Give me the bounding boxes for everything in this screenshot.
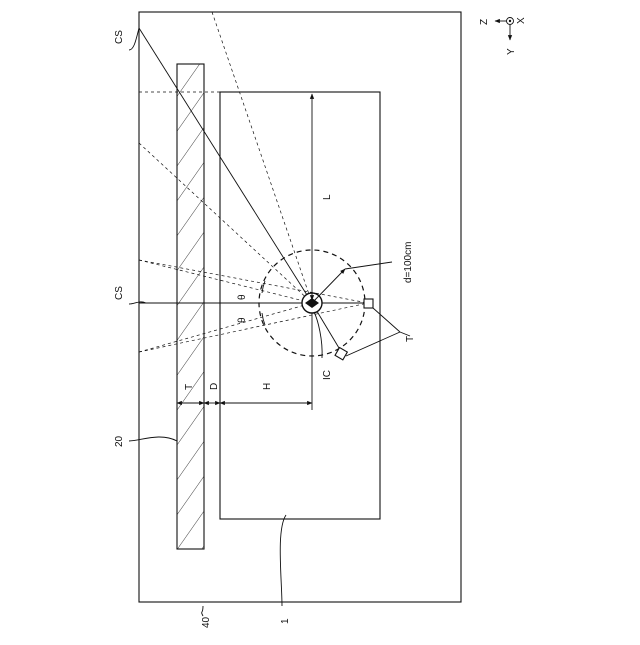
label-theta-lower: θ <box>237 317 248 323</box>
axis-label-z: Z <box>479 19 490 25</box>
label-L: L <box>322 194 333 200</box>
label-T-dim: T <box>184 384 195 390</box>
axis-indicator: Z X Y <box>479 17 527 55</box>
label-20: 20 <box>114 435 125 447</box>
label-cs-top: CS <box>114 30 125 44</box>
hatched-wall-20 <box>177 64 204 549</box>
label-theta-upper: θ <box>237 294 248 300</box>
label-ic: IC <box>322 370 333 380</box>
diagram-labels: CS CS 20 40 1 L T D H θ θ d=100cm IC T <box>114 30 416 628</box>
label-1: 1 <box>280 618 291 624</box>
label-target-T: T <box>405 336 416 342</box>
target-square-1 <box>364 299 373 308</box>
view-lines <box>139 12 368 353</box>
label-D: D <box>209 383 220 390</box>
axis-label-x: X <box>516 17 527 24</box>
label-distance: d=100cm <box>403 242 414 283</box>
leader-lines <box>129 28 410 616</box>
inner-body-1 <box>220 92 380 519</box>
label-cs-mid: CS <box>114 286 125 300</box>
axis-label-y: Y <box>506 48 517 55</box>
distance-leader <box>345 262 392 269</box>
label-H: H <box>262 383 273 390</box>
label-40: 40 <box>201 616 212 628</box>
